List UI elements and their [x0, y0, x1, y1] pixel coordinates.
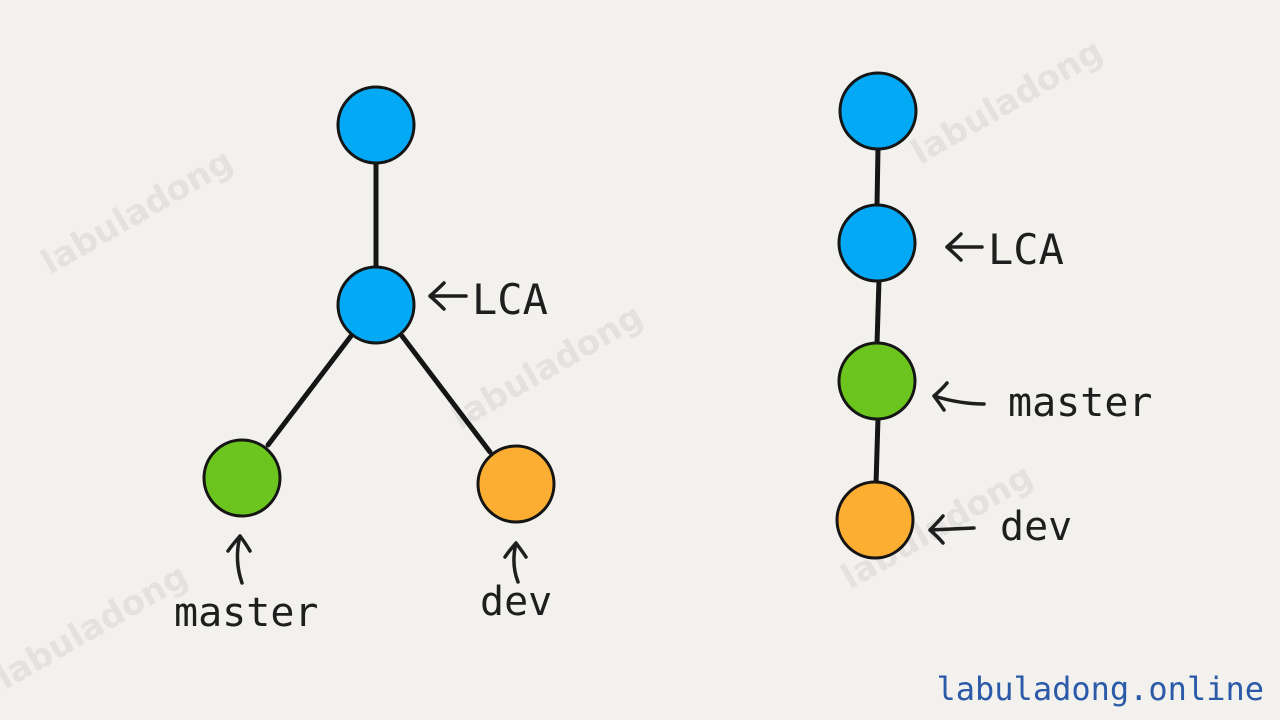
right-master-arrow-icon [932, 381, 986, 412]
left-lca-node [336, 265, 416, 345]
right-lca-label: LCA [988, 225, 1064, 274]
left-master-label: master [174, 590, 319, 636]
right-edge-lca-master [874, 277, 882, 347]
right-master-label: master [1008, 380, 1153, 426]
left-dev-label: dev [480, 579, 552, 625]
left-master-node [202, 438, 282, 518]
watermark: labuladong [0, 556, 195, 698]
left-lca-arrow-icon [428, 281, 468, 311]
right-root-node [838, 71, 918, 151]
watermark: labuladong [35, 141, 240, 283]
right-dev-arrow-icon [928, 514, 976, 545]
right-dev-node [835, 480, 915, 560]
left-lca-label: LCA [472, 275, 548, 324]
right-dev-label: dev [1000, 504, 1072, 550]
right-chain: LCA master dev [835, 71, 1153, 560]
right-edge-master-dev [873, 415, 881, 487]
site-url: labuladong.online [936, 670, 1264, 708]
left-edge-lca-master [265, 333, 354, 448]
left-dev-node [476, 444, 556, 524]
right-lca-node [837, 203, 917, 283]
left-root-node [336, 85, 416, 165]
right-edge-root-lca [874, 145, 881, 209]
left-edge-lca-dev [399, 333, 493, 455]
right-lca-arrow-icon [945, 232, 984, 262]
left-dev-arrow-icon [503, 541, 528, 584]
left-tree: LCA master dev [174, 85, 556, 636]
watermark: labuladong [905, 31, 1110, 173]
watermark-layer: labuladong labuladong labuladong labulad… [0, 31, 1110, 698]
left-master-arrow-icon [226, 534, 252, 585]
right-master-node [837, 341, 917, 421]
